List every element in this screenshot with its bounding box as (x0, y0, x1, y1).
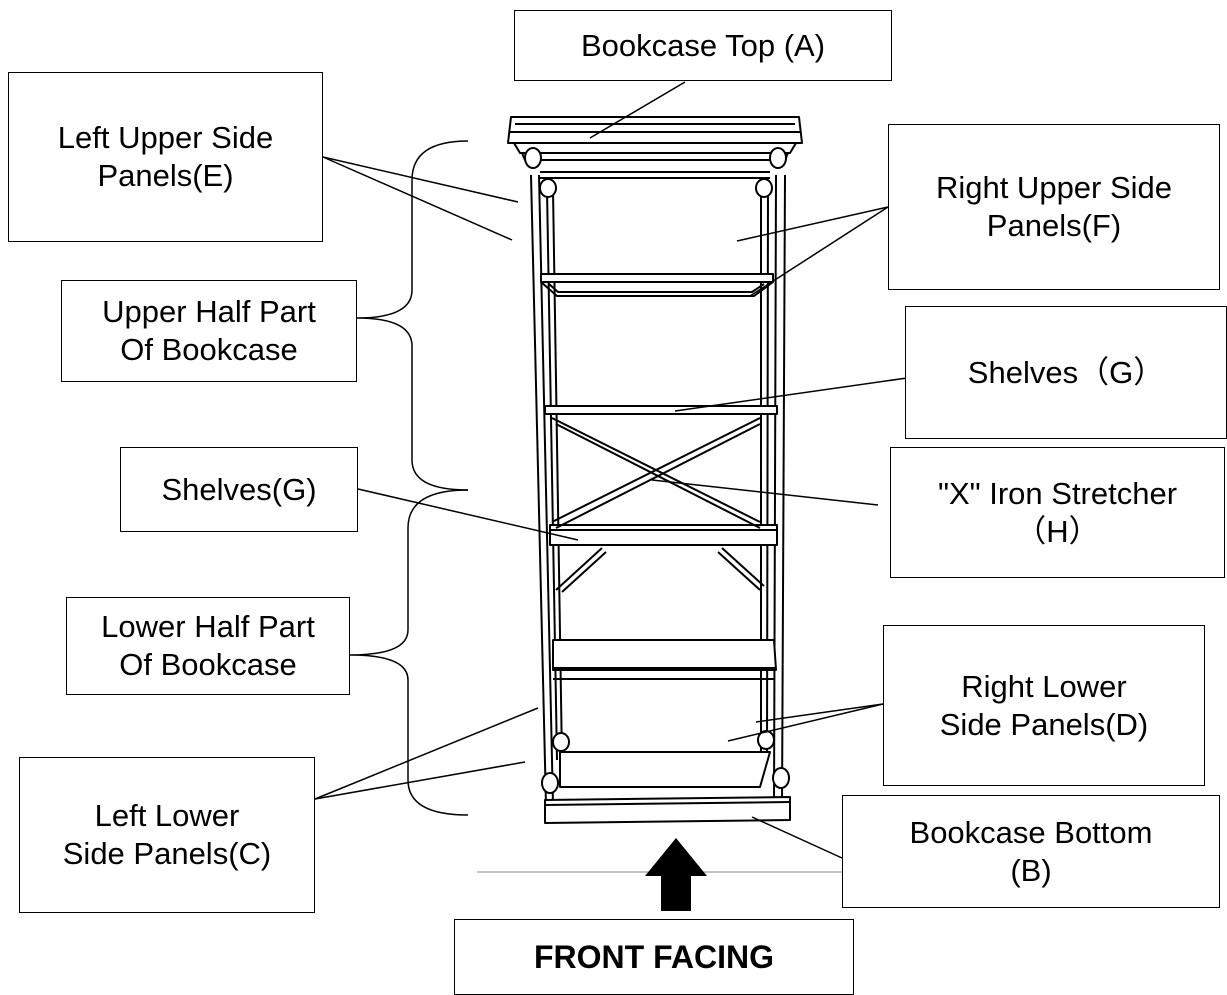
label-x-iron-stretcher: "X" Iron Stretcher （H） (890, 447, 1225, 578)
label-front-facing: FRONT FACING (454, 919, 854, 995)
label-right-lower-side-panels: Right Lower Side Panels(D) (883, 625, 1205, 786)
brace-lower-half (350, 490, 468, 815)
shelf-3 (550, 525, 777, 545)
label-right-upper-side-panels: Right Upper Side Panels(F) (888, 124, 1220, 290)
shelf-2 (545, 406, 777, 414)
label-left-lower-side-panels: Left Lower Side Panels(C) (19, 757, 315, 913)
shelf-4 (553, 640, 776, 679)
bookcase-top-drawing (508, 117, 802, 178)
label-shelves-left: Shelves(G) (120, 447, 358, 532)
label-bookcase-top: Bookcase Top (A) (514, 10, 892, 81)
shelf-1 (541, 274, 773, 296)
left-front-post (531, 175, 553, 805)
finials (525, 148, 789, 793)
bookcase-illustration (508, 117, 802, 823)
label-left-upper-side-panels: Left Upper Side Panels(E) (8, 72, 323, 242)
front-arrow-icon (645, 838, 707, 911)
right-front-post (774, 175, 785, 805)
brace-upper-half (357, 141, 468, 490)
leader-lines (315, 82, 907, 872)
label-shelves-right: Shelves（G） (905, 306, 1227, 439)
bookcase-bottom-drawing (545, 752, 790, 823)
x-iron-stretcher (552, 418, 764, 592)
label-upper-half: Upper Half Part Of Bookcase (61, 280, 357, 382)
label-lower-half: Lower Half Part Of Bookcase (66, 597, 350, 695)
label-bookcase-bottom: Bookcase Bottom (B) (842, 795, 1220, 908)
